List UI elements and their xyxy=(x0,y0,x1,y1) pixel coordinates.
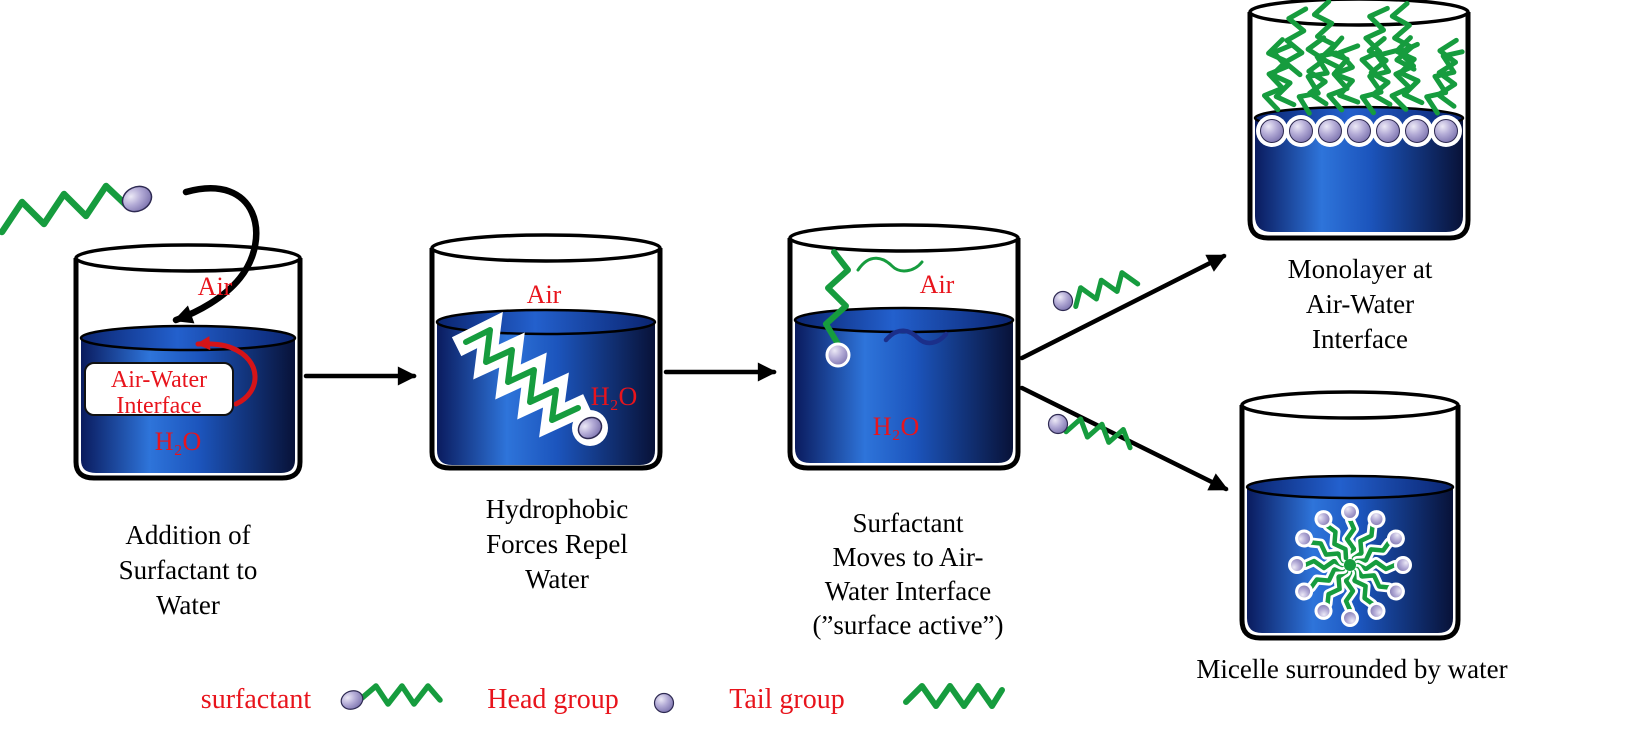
tail-zigzag xyxy=(359,683,443,707)
legend-tail-group-label: Tail group xyxy=(729,684,845,715)
legend-head-group-icon xyxy=(653,692,675,714)
head-group-sphere xyxy=(825,342,851,368)
head-group-sphere xyxy=(577,416,603,440)
micelle xyxy=(1290,505,1411,626)
beaker-1-air-label: Air xyxy=(197,272,233,301)
arrow-to-monolayer xyxy=(1019,253,1227,361)
beaker-1-rim xyxy=(74,243,302,273)
thin-tail-squiggle xyxy=(856,256,924,273)
micelle-caption: Micelle surrounded by water xyxy=(1196,654,1508,684)
beaker-5-rim xyxy=(1240,390,1460,420)
head-group-sphere xyxy=(1047,413,1069,435)
beaker-5-micelle xyxy=(1239,390,1461,641)
head-group-sphere xyxy=(121,185,153,213)
beaker-2-rim xyxy=(430,233,662,263)
beaker-1-water-label: H₂O xyxy=(154,427,202,456)
tail-zigzag xyxy=(823,249,851,347)
navy-squiggle xyxy=(883,328,949,346)
surface-active-surfactant xyxy=(823,249,949,368)
beaker-2-air-label: Air xyxy=(526,280,562,309)
micelle-core xyxy=(1344,559,1356,571)
beaker-4-monolayer xyxy=(1247,0,1471,241)
repelled-surfactant xyxy=(451,311,608,446)
beaker-2-caption: Hydrophobic Forces Repel Water xyxy=(485,494,629,594)
tail-zigzag xyxy=(0,182,130,236)
beaker-3 xyxy=(787,223,1021,471)
tail-zigzag xyxy=(1066,416,1134,447)
beaker-4-water xyxy=(1255,118,1463,232)
legend-tail-group-icon xyxy=(903,683,1005,709)
head-group-sphere xyxy=(1347,119,1371,143)
legend-surfactant-label: surfactant xyxy=(200,684,312,715)
drop-in-curved-arrow xyxy=(172,185,260,324)
beaker-3-air-label: Air xyxy=(919,270,955,299)
beaker-3-rim xyxy=(788,223,1020,253)
head-group-sphere xyxy=(1434,119,1458,143)
head-group-sphere xyxy=(1260,119,1284,143)
interface-curved-arrow xyxy=(195,336,258,407)
air-water-interface-box: Air-Water Interface xyxy=(84,362,234,419)
beaker-4-rim xyxy=(1248,0,1470,27)
beaker-3-water-label: H₂O xyxy=(872,412,920,441)
tail-zigzag xyxy=(1070,269,1137,307)
beaker-3-caption: Surfactant Moves to Air- Water Interface… xyxy=(812,508,1004,640)
head-group-sphere xyxy=(1318,119,1342,143)
tail-zigzag xyxy=(463,327,581,423)
beaker-5-water-surface xyxy=(1245,474,1455,500)
head-group-sphere xyxy=(1405,119,1429,143)
head-group-sphere xyxy=(1376,119,1400,143)
free-surfactant-lower xyxy=(1047,413,1134,448)
beaker-2 xyxy=(429,233,663,471)
head-group-sphere xyxy=(340,690,364,710)
legend-head-group-label: Head group xyxy=(487,684,619,715)
beaker-1-water-surface xyxy=(79,324,297,352)
free-surfactant-upper xyxy=(1052,269,1138,312)
legend-surfactant-icon xyxy=(340,683,443,710)
monolayer-caption: Monolayer at Air-Water Interface xyxy=(1287,254,1433,354)
beaker-1-caption: Addition of Surfactant to Water xyxy=(118,520,258,620)
monolayer-head-row xyxy=(1256,115,1462,147)
beaker-2-water-label: H₂O xyxy=(590,382,638,411)
head-group-sphere xyxy=(1052,290,1074,312)
head-group-sphere xyxy=(1289,119,1313,143)
surfactant-molecule-added xyxy=(0,182,153,236)
